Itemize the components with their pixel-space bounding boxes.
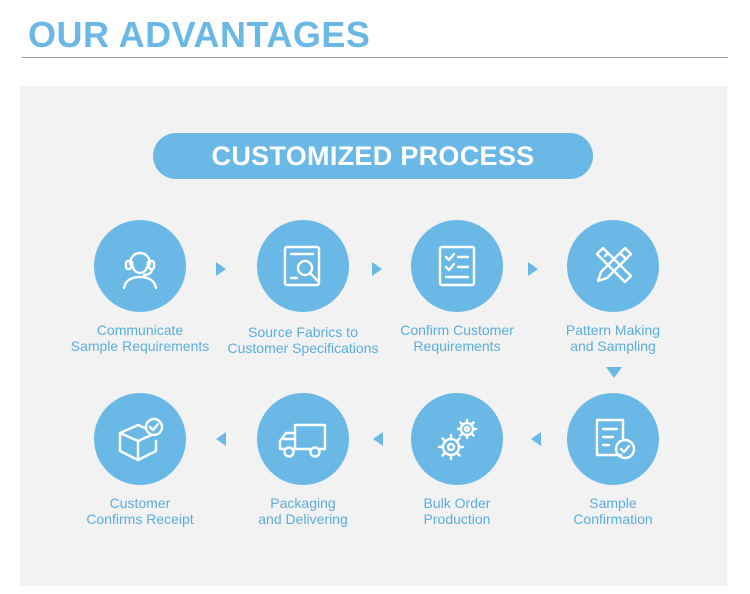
step-label-line: and Delivering xyxy=(258,511,348,527)
step-source-fabrics: Source Fabrics to Customer Specification… xyxy=(218,220,388,356)
step-circle xyxy=(411,220,503,312)
title-divider xyxy=(22,57,728,58)
step-circle xyxy=(257,220,349,312)
document-check-icon xyxy=(595,418,636,460)
arrow-left-icon xyxy=(531,432,541,446)
step-label-line: Packaging xyxy=(270,495,336,511)
arrow-down-icon xyxy=(606,367,622,378)
step-confirm-requirements: Confirm Customer Requirements xyxy=(372,220,542,354)
step-label: Bulk Order Production xyxy=(372,495,542,527)
step-label-line: Production xyxy=(423,511,491,527)
step-label-line: and Sampling xyxy=(570,338,656,354)
step-label: Customer Confirms Receipt xyxy=(55,495,225,527)
step-label-line: Sample xyxy=(589,495,637,511)
step-packaging: Packaging and Delivering xyxy=(218,393,388,527)
step-sample-confirmation: Sample Confirmation xyxy=(528,393,698,527)
step-label: Source Fabrics to Customer Specification… xyxy=(218,324,388,356)
step-label-line: Customer Specifications xyxy=(227,340,379,356)
step-circle xyxy=(411,393,503,485)
step-confirms-receipt: Customer Confirms Receipt xyxy=(55,393,225,527)
step-label-line: Requirements xyxy=(413,338,501,354)
step-circle xyxy=(94,220,186,312)
arrow-right-icon xyxy=(528,262,538,276)
step-bulk-production: Bulk Order Production xyxy=(372,393,542,527)
delivery-truck-icon xyxy=(278,423,327,458)
step-pattern-making: Pattern Making and Sampling xyxy=(528,220,698,354)
page-title: OUR ADVANTAGES xyxy=(28,14,371,55)
arrow-left-icon xyxy=(216,432,226,446)
step-label-line: Source Fabrics to xyxy=(248,324,358,340)
step-label-line: Bulk Order xyxy=(423,495,491,511)
step-label-line: Pattern Making xyxy=(565,322,661,338)
pencil-ruler-icon xyxy=(595,246,633,284)
step-label-line: Sample Requirements xyxy=(70,338,210,354)
step-label-line: Confirms Receipt xyxy=(86,511,194,527)
step-label: Communicate Sample Requirements xyxy=(55,322,225,354)
step-label: Packaging and Delivering xyxy=(218,495,388,527)
process-banner-label: CUSTOMIZED PROCESS xyxy=(211,140,535,171)
step-circle xyxy=(257,393,349,485)
step-label-line: Confirm Customer xyxy=(400,322,514,338)
box-check-icon xyxy=(118,417,164,462)
step-label: Sample Confirmation xyxy=(528,495,698,527)
step-label: Pattern Making and Sampling xyxy=(528,322,698,354)
step-circle xyxy=(567,220,659,312)
arrow-left-icon xyxy=(373,432,383,446)
arrow-right-icon xyxy=(216,262,226,276)
step-communicate: Communicate Sample Requirements xyxy=(55,220,225,354)
gears-icon xyxy=(437,418,478,461)
process-banner: CUSTOMIZED PROCESS xyxy=(153,133,593,179)
checklist-icon xyxy=(438,245,476,287)
step-label: Confirm Customer Requirements xyxy=(372,322,542,354)
step-label-line: Confirmation xyxy=(573,511,653,527)
step-label-line: Customer xyxy=(109,495,171,511)
step-circle xyxy=(567,393,659,485)
step-label-line: Communicate xyxy=(96,322,184,338)
arrow-right-icon xyxy=(372,262,382,276)
headset-person-icon xyxy=(122,251,158,290)
step-circle xyxy=(94,393,186,485)
fabric-search-icon xyxy=(283,245,321,287)
